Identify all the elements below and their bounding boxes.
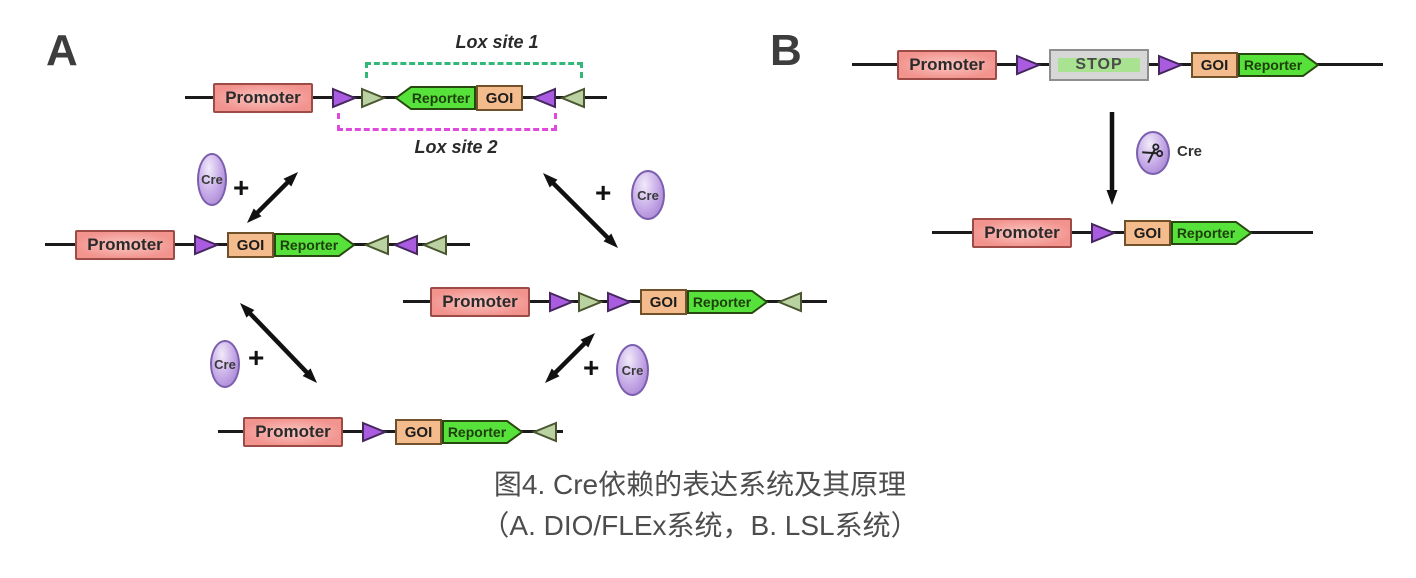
svg-text:Reporter: Reporter bbox=[412, 90, 471, 106]
goi-label: GOI bbox=[485, 89, 514, 107]
stop-box: STOP bbox=[1049, 49, 1149, 81]
dna-construct-a-bottom: Promoter GOI Reporter bbox=[218, 415, 563, 449]
svg-text:Reporter: Reporter bbox=[693, 294, 752, 310]
scissors-icon bbox=[1142, 143, 1164, 164]
lox-triangle-purple bbox=[1090, 222, 1116, 244]
lox-triangle-green bbox=[360, 87, 386, 109]
panel-b-label: B bbox=[770, 26, 802, 75]
cre-excision-arrow bbox=[1106, 112, 1118, 205]
goi-box: GOI bbox=[640, 289, 687, 315]
reporter-arrow: Reporter bbox=[687, 289, 769, 315]
svg-text:Reporter: Reporter bbox=[1177, 225, 1236, 241]
dna-construct-b-bottom: Promoter GOI Reporter bbox=[932, 216, 1313, 250]
plus-sign: + bbox=[233, 172, 250, 203]
goi-box: GOI bbox=[1191, 52, 1238, 78]
lox-triangle-purple bbox=[393, 234, 419, 256]
goi-box: GOI bbox=[476, 85, 523, 111]
promoter-box: Promoter bbox=[75, 230, 175, 260]
lox-triangle-green bbox=[364, 234, 390, 256]
svg-text:Reporter: Reporter bbox=[448, 424, 507, 440]
reporter-arrow: Reporter bbox=[394, 85, 476, 111]
cre-scissors-badge bbox=[1136, 131, 1170, 175]
reporter-arrow: Reporter bbox=[442, 419, 524, 445]
promoter-box: Promoter bbox=[897, 50, 997, 80]
stop-label: STOP bbox=[1075, 56, 1123, 73]
lox-site-2-bracket bbox=[337, 113, 557, 131]
lox-triangle-green bbox=[577, 291, 603, 313]
promoter-label: Promoter bbox=[909, 55, 985, 74]
lox-triangle-green bbox=[560, 87, 586, 109]
goi-box: GOI bbox=[1124, 220, 1171, 246]
promoter-label: Promoter bbox=[984, 223, 1060, 242]
dna-construct-b-top: Promoter STOP GOI Reporter bbox=[852, 48, 1383, 82]
figure-caption: 图4. Cre依赖的表达系统及其原理 （A. DIO/FLEx系统，B. LSL… bbox=[0, 464, 1400, 546]
lox-site-1-label: Lox site 1 bbox=[455, 32, 539, 52]
promoter-box: Promoter bbox=[430, 287, 530, 317]
promoter-label: Promoter bbox=[255, 422, 331, 441]
lox-triangle-purple bbox=[606, 291, 632, 313]
cre-protein-badge: Cre bbox=[210, 340, 240, 388]
lox-triangle-purple bbox=[331, 87, 357, 109]
dna-construct-a-mid-left: Promoter GOI Reporter bbox=[45, 228, 470, 262]
dna-line bbox=[218, 430, 563, 433]
panel-a-label: A bbox=[46, 26, 78, 75]
stop-band bbox=[1058, 58, 1140, 72]
promoter-label: Promoter bbox=[87, 235, 163, 254]
reporter-arrow: Reporter bbox=[1238, 52, 1320, 78]
lox-triangle-purple bbox=[361, 421, 387, 443]
goi-box: GOI bbox=[227, 232, 274, 258]
goi-label: GOI bbox=[649, 293, 678, 311]
caption-line-2: （A. DIO/FLEx系统，B. LSL系统） bbox=[481, 510, 919, 541]
lox-site-1-bracket bbox=[365, 62, 583, 78]
dna-construct-a-mid-right: Promoter GOI Reporter bbox=[403, 285, 827, 319]
lox-triangle-green bbox=[422, 234, 448, 256]
caption-line-1: 图4. Cre依赖的表达系统及其原理 bbox=[493, 469, 907, 500]
lox-triangle-green bbox=[532, 421, 558, 443]
goi-box: GOI bbox=[395, 419, 442, 445]
svg-text:Reporter: Reporter bbox=[280, 237, 339, 253]
cre-protein-badge: Cre bbox=[631, 170, 665, 220]
lox-triangle-green bbox=[777, 291, 803, 313]
plus-sign: + bbox=[248, 342, 265, 373]
lox-triangle-purple bbox=[193, 234, 219, 256]
dna-construct-a-top: Promoter Reporter GOI bbox=[185, 81, 607, 115]
goi-label: GOI bbox=[1200, 56, 1229, 74]
cre-label: Cre bbox=[1177, 143, 1203, 160]
plus-sign: + bbox=[583, 352, 600, 383]
goi-label: GOI bbox=[404, 423, 433, 441]
cre-protein-badge: Cre bbox=[616, 344, 649, 396]
lox-site-2-label: Lox site 2 bbox=[414, 137, 498, 157]
promoter-box: Promoter bbox=[243, 417, 343, 447]
promoter-label: Promoter bbox=[442, 292, 518, 311]
cre-protein-badge: Cre bbox=[197, 153, 227, 206]
lox-triangle-purple bbox=[1157, 54, 1183, 76]
lox-triangle-purple bbox=[531, 87, 557, 109]
plus-sign: + bbox=[595, 177, 612, 208]
svg-text:Reporter: Reporter bbox=[1244, 57, 1303, 73]
goi-label: GOI bbox=[1133, 224, 1162, 242]
dna-line bbox=[932, 231, 1313, 234]
lox-triangle-purple bbox=[1015, 54, 1041, 76]
reporter-arrow: Reporter bbox=[274, 232, 356, 258]
promoter-box: Promoter bbox=[972, 218, 1072, 248]
promoter-box: Promoter bbox=[213, 83, 313, 113]
goi-label: GOI bbox=[236, 236, 265, 254]
lox-triangle-purple bbox=[548, 291, 574, 313]
promoter-label: Promoter bbox=[225, 88, 301, 107]
reporter-arrow: Reporter bbox=[1171, 220, 1253, 246]
recombination-double-arrow bbox=[247, 172, 298, 223]
